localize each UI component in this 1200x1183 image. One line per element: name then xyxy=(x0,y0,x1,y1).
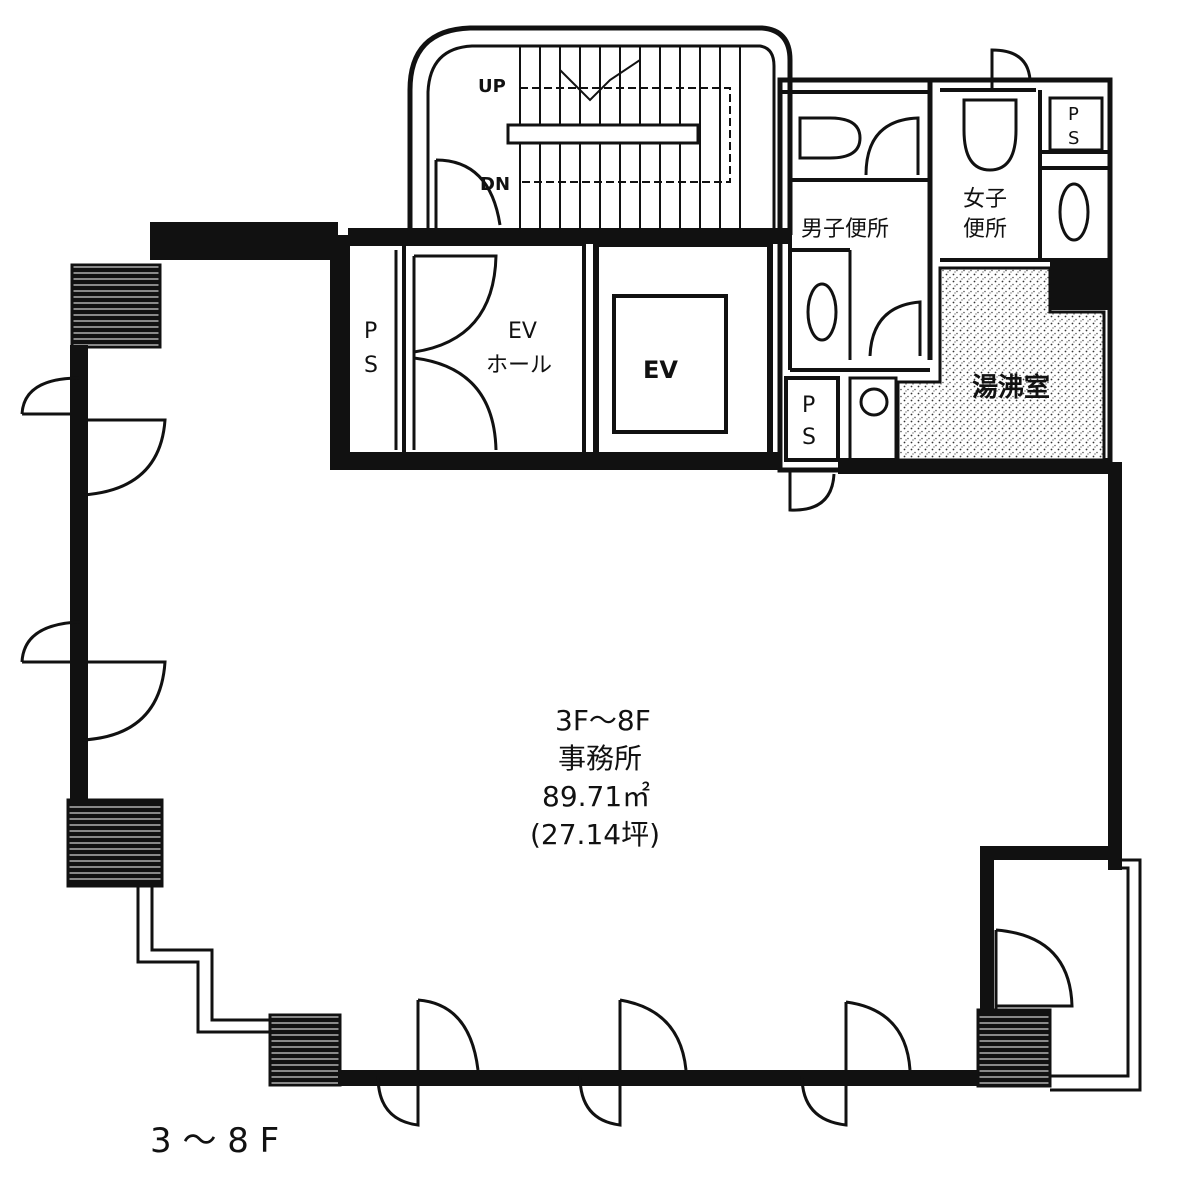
pipe-space-left xyxy=(346,242,406,456)
stair-up-label: UP xyxy=(478,76,506,97)
floor-caption: 3 ～ 8 F xyxy=(150,1121,279,1161)
ps-left-label-s: S xyxy=(364,353,378,378)
office-walls xyxy=(66,222,1142,1092)
mens-toilet-label: 男子便所 xyxy=(801,217,889,242)
toilet-block xyxy=(777,48,1113,473)
elevator-shaft xyxy=(593,241,773,459)
kitchenette-floor xyxy=(896,266,1106,462)
stair-down-label: DN xyxy=(480,174,510,195)
right-room-door xyxy=(994,928,1074,1010)
office-floors-label: 3F～8F xyxy=(555,704,651,737)
office-area-tsubo: (27.14坪) xyxy=(530,818,660,851)
ps-bottom-s: S xyxy=(802,425,816,450)
ev-hall-label-2: ホール xyxy=(486,353,552,378)
bottom-casement-windows xyxy=(376,998,912,1127)
womens-toilet-label-1: 女子 xyxy=(963,187,1007,212)
ev-hall-label-1: EV xyxy=(508,319,537,344)
womens-toilet-label-2: 便所 xyxy=(963,217,1007,242)
office-area-m2: 89.71㎡ xyxy=(542,780,650,813)
ps-left-label-p: P xyxy=(364,319,377,344)
kitchenette-label: 湯沸室 xyxy=(972,372,1050,403)
elevator-label: EV xyxy=(643,356,678,384)
ps-top-right-s: S xyxy=(1068,128,1079,149)
stairwell xyxy=(348,25,793,244)
pipe-space-bottom xyxy=(784,376,898,512)
ev-hall xyxy=(402,242,586,456)
ps-top-right-p: P xyxy=(1068,104,1079,125)
pipe-space-top-right xyxy=(1048,96,1104,152)
left-casement-windows xyxy=(20,374,167,742)
office-name-label: 事務所 xyxy=(558,742,642,775)
ps-bottom-p: P xyxy=(802,393,815,418)
